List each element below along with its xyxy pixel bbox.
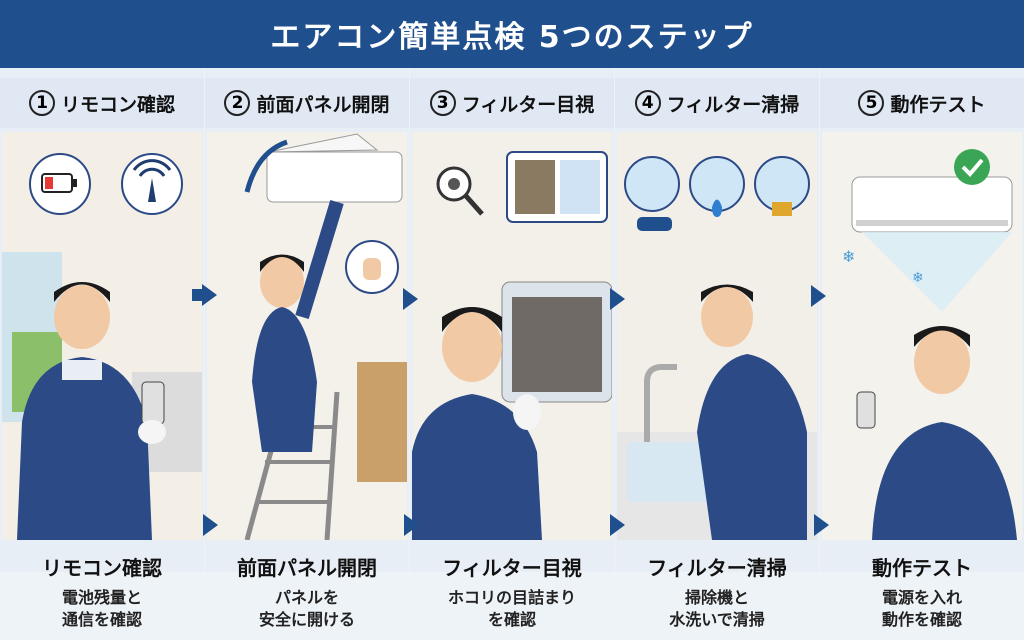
step-header: 2 前面パネル開閉 bbox=[205, 78, 409, 128]
arrow-right-icon bbox=[203, 514, 218, 536]
caption-title: フィルター清掃 bbox=[647, 556, 787, 580]
scene-filter-inspect bbox=[412, 132, 612, 540]
step-caption: フィルター目視 ホコリの目詰まり を確認 bbox=[410, 542, 614, 640]
step-number: 5 bbox=[858, 90, 885, 116]
technician bbox=[412, 307, 542, 540]
arrow-right-icon bbox=[202, 284, 217, 306]
check-icon bbox=[954, 149, 990, 185]
step-title: 動作テスト bbox=[890, 93, 986, 116]
caption-line-1: 電池残量と bbox=[61, 588, 142, 607]
title-banner: エアコン簡単点検 5つのステップ bbox=[0, 0, 1024, 68]
arrow-right-icon bbox=[403, 288, 418, 310]
step-header: 5 動作テスト bbox=[820, 78, 1024, 128]
arrow-right-icon bbox=[811, 285, 826, 307]
step-title: リモコン確認 bbox=[60, 93, 175, 116]
caption-line-1: パネルを bbox=[274, 588, 339, 607]
arrow-right-icon bbox=[192, 289, 202, 301]
technician bbox=[856, 326, 1017, 540]
arrow-right-icon bbox=[610, 514, 625, 536]
caption-line-1: ホコリの目詰まり bbox=[447, 588, 576, 607]
step-panel-3: 3 フィルター目視 bbox=[410, 68, 614, 629]
caption-line-2: 安全に開ける bbox=[258, 610, 355, 629]
step-header: 3 フィルター目視 bbox=[410, 78, 614, 128]
scene-operation-test: ❄ ❄ bbox=[822, 132, 1022, 540]
step-panel-2: 2 前面パネル開閉 bbox=[205, 68, 409, 629]
air-conditioner bbox=[851, 176, 1013, 233]
caption-line-2: 通信を確認 bbox=[61, 610, 142, 629]
filter-unit bbox=[501, 281, 612, 403]
vacuum-icon bbox=[624, 156, 680, 212]
step-number: 3 bbox=[429, 90, 456, 116]
step-caption: 動作テスト 電源を入れ 動作を確認 bbox=[820, 542, 1024, 640]
step-title: 前面パネル開閉 bbox=[256, 93, 390, 116]
technician bbox=[17, 282, 166, 540]
caption-title: 動作テスト bbox=[872, 556, 972, 580]
curved-arrow-icon bbox=[244, 139, 288, 193]
step-title: フィルター目視 bbox=[461, 93, 595, 116]
step-panel-1: 1 リモコン確認 bbox=[0, 68, 204, 629]
step-panel-4: 4 フィルター清掃 フィルター清掃 掃除機と 水洗いで清掃 bbox=[615, 68, 819, 629]
caption-line-2: 水洗いで清掃 bbox=[669, 610, 765, 629]
arrow-right-icon bbox=[404, 514, 419, 536]
arrow-right-icon bbox=[814, 514, 829, 536]
step-header: 4 フィルター清掃 bbox=[615, 78, 819, 128]
step-caption: 前面パネル開閉 パネルを 安全に開ける bbox=[205, 542, 409, 640]
filter-compare-icon bbox=[506, 151, 608, 223]
magnifier-dust-icon bbox=[436, 166, 484, 216]
hand-icon bbox=[345, 240, 399, 294]
snowflake-icon: ❄ bbox=[842, 247, 855, 266]
caption-line-2: を確認 bbox=[487, 610, 536, 629]
scene-remote-check bbox=[2, 132, 202, 540]
step-header: 1 リモコン確認 bbox=[0, 78, 204, 128]
step-number: 2 bbox=[224, 90, 251, 116]
battery-low-icon bbox=[29, 153, 91, 215]
step-number: 1 bbox=[28, 90, 55, 116]
technician bbox=[697, 284, 807, 540]
caption-title: リモコン確認 bbox=[42, 556, 162, 580]
step-title: フィルター清掃 bbox=[666, 93, 800, 116]
technician bbox=[252, 199, 344, 452]
caption-title: フィルター目視 bbox=[442, 556, 582, 580]
page-title: エアコン簡単点検 5つのステップ bbox=[270, 20, 754, 55]
step-panel-5: 5 動作テスト ❄ ❄ 動作テスト 電源を入れ bbox=[820, 68, 1024, 629]
svg-text:❄: ❄ bbox=[912, 270, 924, 286]
caption-title: 前面パネル開閉 bbox=[237, 556, 377, 580]
caption-line-1: 電源を入れ bbox=[881, 588, 962, 607]
signal-icon bbox=[121, 153, 183, 215]
arrow-right-icon bbox=[610, 288, 625, 310]
scene-filter-clean bbox=[617, 132, 817, 540]
step-caption: リモコン確認 電池残量と 通信を確認 bbox=[0, 542, 204, 640]
air-conditioner bbox=[266, 133, 403, 203]
scene-panel-open bbox=[207, 132, 407, 540]
step-caption: フィルター清掃 掃除機と 水洗いで清掃 bbox=[615, 542, 819, 640]
step-number: 4 bbox=[634, 90, 661, 116]
caption-line-2: 動作を確認 bbox=[881, 610, 962, 629]
caption-line-1: 掃除機と bbox=[684, 588, 749, 607]
